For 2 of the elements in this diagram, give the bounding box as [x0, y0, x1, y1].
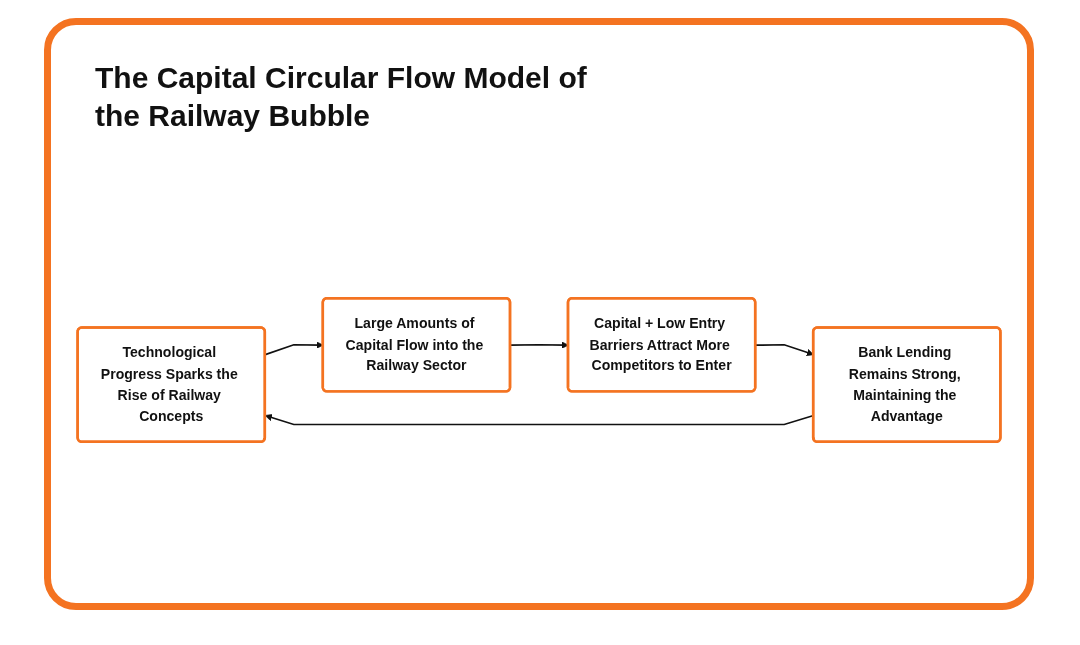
- page-frame: The Capital Circular Flow Model of the Railway Bubble Technological Progress Sparks the Rise of Railway Concepts Large Amounts of Capital Flow into the Railway Sector Bank Lending Remains Strong, Maintaining the Advantage Capital + Low Entry Barriers Attract More Competitors to Enter: [44, 18, 1034, 610]
- diagram-title: The Capital Circular Flow Model of the Railway Bubble: [95, 60, 588, 134]
